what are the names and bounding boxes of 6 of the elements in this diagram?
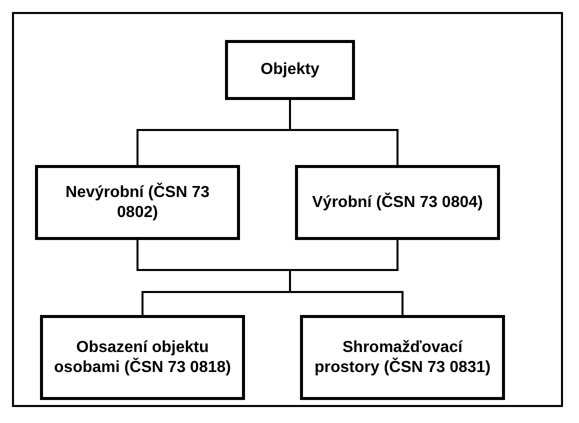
connector-line <box>289 240 404 315</box>
category-box: Shromažďovací prostory (ČSN 73 0831) <box>300 315 505 400</box>
category-box: Nevýrobní (ČSN 73 0802) <box>35 165 240 240</box>
category-box: Výrobní (ČSN 73 0804) <box>295 165 500 240</box>
category-box: Objekty <box>225 40 355 100</box>
category-box: Obsazení objektu osobami (ČSN 73 0818) <box>40 315 245 400</box>
